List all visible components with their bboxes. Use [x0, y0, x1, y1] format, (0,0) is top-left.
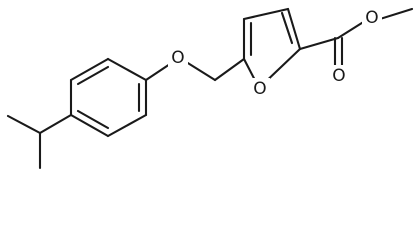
bond-furan-to-carbonyl: [298, 36, 340, 51]
bond-methyl-left: [6, 114, 42, 135]
bond-ether-oxygen-to-methylene: [181, 58, 217, 82]
bond-methylene-to-furan: [213, 57, 246, 82]
bond-ring-to-ether-oxygen: [144, 62, 172, 82]
bond-carbonyl-to-ester-oxygen: [336, 19, 367, 40]
bond-benzene-2: [69, 57, 110, 82]
chemical-structure-diagram: O O O O: [6, 7, 414, 170]
bond-furan-c3-c4: [242, 7, 290, 21]
atom-labels: O O O O: [168, 8, 382, 100]
ether-oxygen-label: O: [171, 48, 184, 68]
ester-oxygen-label: O: [365, 8, 378, 28]
bond-furan-c2-c3: [286, 7, 302, 51]
bond-benzene-inner-3: [76, 109, 110, 130]
furan-oxygen-label: O: [253, 79, 266, 99]
bond-benzene-6: [69, 113, 110, 138]
bond-ester-oxygen-to-methyl: [378, 7, 414, 21]
bond-benzene-inner-1: [76, 65, 110, 86]
bond-lines: [6, 7, 414, 170]
bond-benzene-5: [106, 113, 148, 138]
bond-isopropyl-to-ring: [38, 113, 73, 135]
carbonyl-oxygen-label: O: [332, 66, 345, 86]
bond-benzene-3: [106, 57, 148, 82]
bond-furan-inner-2: [280, 11, 294, 45]
